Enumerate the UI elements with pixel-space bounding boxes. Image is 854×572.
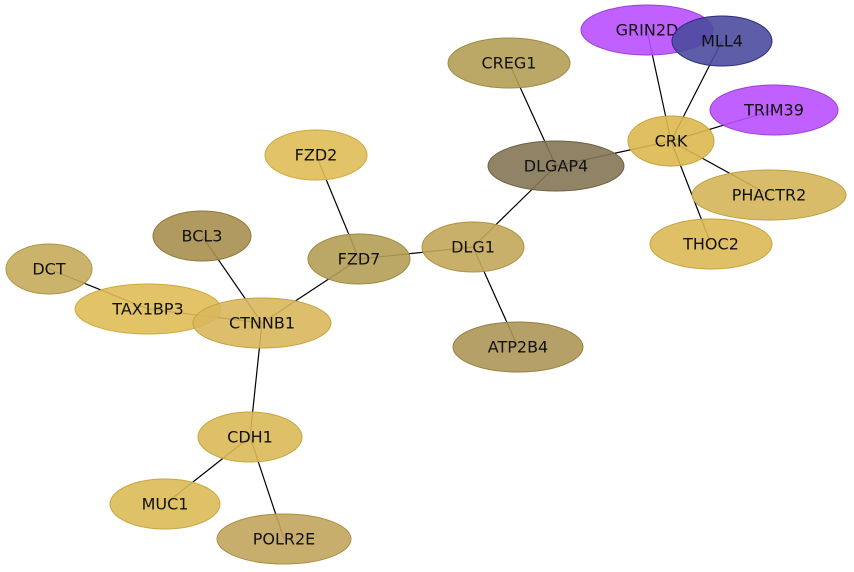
node-fzd2[interactable]: FZD2 xyxy=(264,129,368,181)
node-ellipse-cdh1[interactable] xyxy=(197,411,303,463)
node-ellipse-atp2b4[interactable] xyxy=(452,321,584,373)
node-bcl3[interactable]: BCL3 xyxy=(152,210,252,262)
node-phactr2[interactable]: PHACTR2 xyxy=(691,169,847,221)
node-atp2b4[interactable]: ATP2B4 xyxy=(452,321,584,373)
node-ellipse-phactr2[interactable] xyxy=(691,169,847,221)
node-ellipse-polr2e[interactable] xyxy=(216,513,352,565)
node-ellipse-trim39[interactable] xyxy=(709,84,839,136)
node-ellipse-dct[interactable] xyxy=(5,243,93,295)
node-ellipse-muc1[interactable] xyxy=(109,478,221,530)
node-ellipse-creg1[interactable] xyxy=(447,37,571,89)
node-mll4[interactable]: MLL4 xyxy=(671,15,773,67)
node-ellipse-fzd7[interactable] xyxy=(307,233,411,285)
node-trim39[interactable]: TRIM39 xyxy=(709,84,839,136)
node-ellipse-thoc2[interactable] xyxy=(649,218,773,270)
node-creg1[interactable]: CREG1 xyxy=(447,37,571,89)
node-ctnnb1[interactable]: CTNNB1 xyxy=(192,297,332,349)
node-ellipse-dlgap4[interactable] xyxy=(487,140,625,192)
node-ellipse-bcl3[interactable] xyxy=(152,210,252,262)
node-cdh1[interactable]: CDH1 xyxy=(197,411,303,463)
node-dct[interactable]: DCT xyxy=(5,243,93,295)
node-polr2e[interactable]: POLR2E xyxy=(216,513,352,565)
node-ellipse-mll4[interactable] xyxy=(671,15,773,67)
node-ellipse-ctnnb1[interactable] xyxy=(192,297,332,349)
node-fzd7[interactable]: FZD7 xyxy=(307,233,411,285)
node-thoc2[interactable]: THOC2 xyxy=(649,218,773,270)
node-ellipse-dlg1[interactable] xyxy=(421,221,525,273)
network-nodes: GRIN2DMLL4TRIM39CREG1CRKDLGAP4PHACTR2THO… xyxy=(5,4,847,565)
node-ellipse-crk[interactable] xyxy=(627,115,715,167)
node-ellipse-fzd2[interactable] xyxy=(264,129,368,181)
node-dlgap4[interactable]: DLGAP4 xyxy=(487,140,625,192)
node-dlg1[interactable]: DLG1 xyxy=(421,221,525,273)
node-muc1[interactable]: MUC1 xyxy=(109,478,221,530)
node-crk[interactable]: CRK xyxy=(627,115,715,167)
